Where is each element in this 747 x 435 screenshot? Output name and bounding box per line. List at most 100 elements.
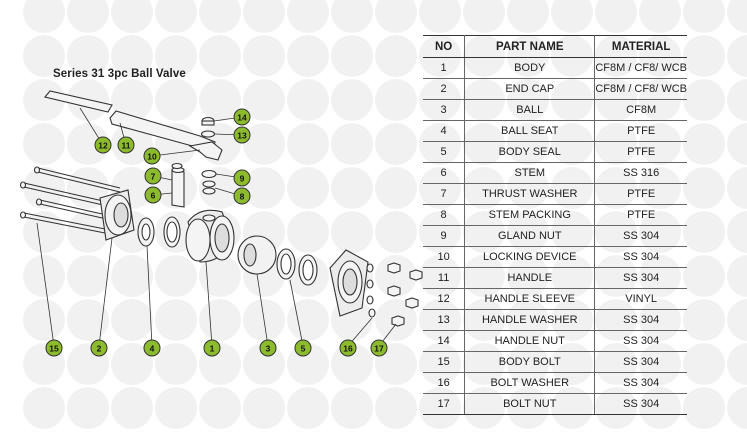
callout-label: 7 — [151, 172, 156, 182]
cell-material: SS 304 — [594, 330, 687, 352]
callout-14: 14 — [233, 108, 251, 126]
callout-7: 7 — [144, 167, 162, 185]
cell-part-name: BODY — [464, 57, 596, 79]
cell-material: SS 304 — [594, 267, 687, 289]
cell-part-name: HANDLE — [464, 267, 596, 289]
cell-part-name: STEM — [464, 162, 596, 184]
cell-part-name: BALL — [464, 99, 596, 121]
locking-device-drawing — [188, 141, 223, 161]
callout-17: 17 — [370, 339, 388, 357]
cell-part-name: GLAND NUT — [464, 225, 596, 247]
callout-label: 6 — [151, 191, 156, 201]
cell-part-name: END CAP — [464, 78, 596, 100]
cell-material: SS 304 — [594, 372, 687, 394]
cell-no: 8 — [423, 204, 466, 226]
callout-11: 11 — [117, 136, 135, 154]
cell-no: 4 — [423, 120, 466, 142]
cell-part-name: BALL SEAT — [464, 120, 596, 142]
callout-10: 10 — [143, 147, 161, 165]
cell-part-name: THRUST WASHER — [464, 183, 596, 205]
cell-material: CF8M / CF8/ WCB — [594, 57, 687, 79]
cell-material: VINYL — [594, 288, 687, 310]
cell-no: 6 — [423, 162, 466, 184]
cell-no: 13 — [423, 309, 466, 331]
cell-no: 11 — [423, 267, 466, 289]
callout-1: 1 — [203, 339, 221, 357]
callout-6: 6 — [144, 186, 162, 204]
cell-part-name: BODY SEAL — [464, 141, 596, 163]
cell-no: 2 — [423, 78, 466, 100]
cell-material: SS 304 — [594, 393, 687, 415]
cell-no: 9 — [423, 225, 466, 247]
cell-no: 17 — [423, 393, 466, 415]
cell-no: 14 — [423, 330, 466, 352]
handle-washer-drawing — [200, 130, 216, 138]
cell-no: 7 — [423, 183, 466, 205]
cell-no: 10 — [423, 246, 466, 268]
cell-material: PTFE — [594, 204, 687, 226]
cell-part-name: BODY BOLT — [464, 351, 596, 373]
cell-material: SS 304 — [594, 351, 687, 373]
cell-material: SS 304 — [594, 309, 687, 331]
callout-label: 9 — [240, 174, 245, 184]
callout-2: 2 — [90, 339, 108, 357]
end-cap-right-drawing — [329, 249, 369, 317]
callout-label: 5 — [301, 344, 306, 354]
cell-material: CF8M — [594, 99, 687, 121]
callout-label: 3 — [266, 344, 271, 354]
cell-no: 16 — [423, 372, 466, 394]
cell-no: 15 — [423, 351, 466, 373]
callout-label: 17 — [374, 344, 384, 354]
cell-part-name: BOLT NUT — [464, 393, 596, 415]
cell-no: 5 — [423, 141, 466, 163]
callout-label: 1 — [210, 344, 215, 354]
callout-13: 13 — [233, 126, 251, 144]
end-cap-left-drawing — [99, 189, 135, 241]
cell-no: 12 — [423, 288, 466, 310]
cell-no: 3 — [423, 99, 466, 121]
callout-9: 9 — [233, 169, 251, 187]
header-part-name: PART NAME — [464, 35, 596, 58]
stem-drawing — [171, 169, 185, 208]
callout-4: 4 — [143, 339, 161, 357]
ball-drawing — [237, 235, 277, 275]
cell-material: CF8M / CF8/ WCB — [594, 78, 687, 100]
callout-12: 12 — [94, 136, 112, 154]
callout-16: 16 — [339, 339, 357, 357]
callout-label: 14 — [237, 113, 247, 123]
bolt-washers-and-nuts-drawing — [366, 262, 423, 327]
callout-label: 11 — [122, 141, 131, 151]
body-drawing — [185, 209, 235, 263]
cell-material: PTFE — [594, 183, 687, 205]
header-material: MATERIAL — [594, 35, 687, 58]
cell-material: SS 316 — [594, 162, 687, 184]
cell-part-name: HANDLE WASHER — [464, 309, 596, 331]
callout-label: 8 — [240, 192, 245, 202]
callout-label: 12 — [98, 141, 108, 151]
callout-label: 15 — [49, 344, 59, 354]
callout-15: 15 — [45, 339, 63, 357]
callout-3: 3 — [259, 339, 277, 357]
callout-label: 13 — [237, 131, 247, 141]
cell-part-name: HANDLE NUT — [464, 330, 596, 352]
stem-packing-drawing — [202, 180, 216, 188]
cell-material: SS 304 — [594, 225, 687, 247]
header-no: NO — [423, 35, 466, 58]
